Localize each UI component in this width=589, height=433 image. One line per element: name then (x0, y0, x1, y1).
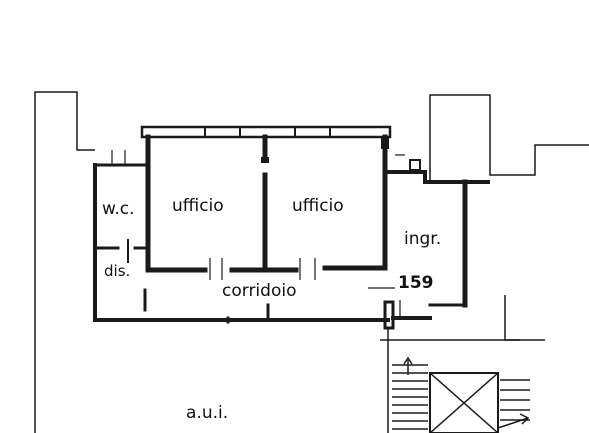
room-label-office-left: ufficio (172, 196, 224, 216)
area-label-common: a.u.i. (186, 403, 228, 423)
entrance-door-block (383, 300, 395, 330)
room-label-corridor: corridoio (222, 281, 296, 301)
apartment-walls (93, 125, 490, 330)
door-marks (111, 150, 405, 318)
room-label-entrance: ingr. (404, 229, 441, 249)
stair-well (429, 372, 499, 433)
height-annotation: 159 (398, 273, 434, 293)
building-outline (34, 91, 589, 433)
staircase (380, 295, 545, 433)
room-label-wc: w.c. (102, 199, 135, 219)
room-label-closet: dis. (104, 262, 130, 280)
room-label-office-right: ufficio (292, 196, 344, 216)
